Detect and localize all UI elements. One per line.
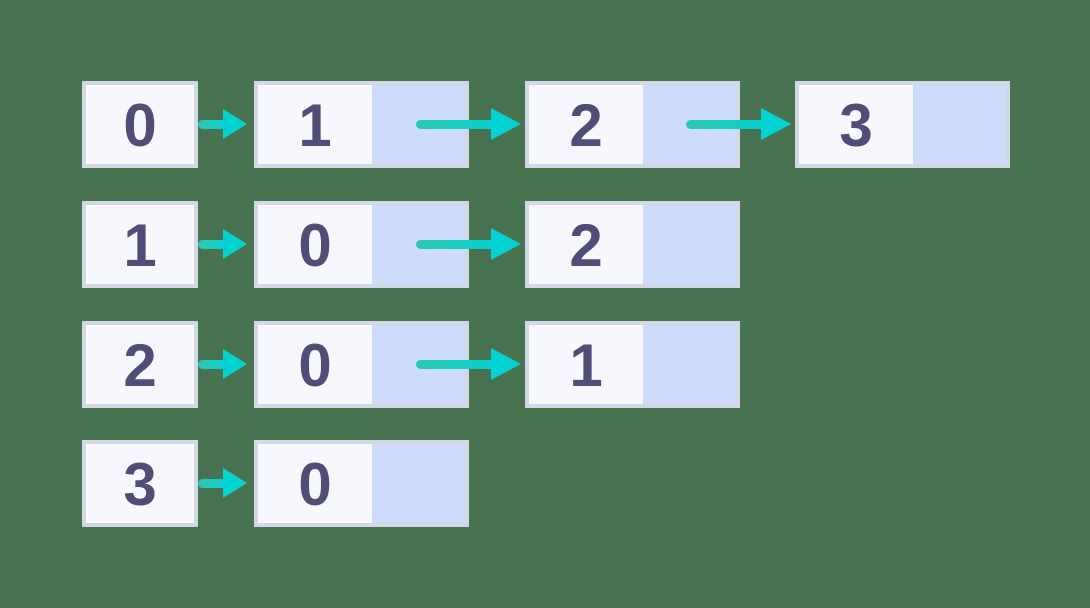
right-arrow-icon xyxy=(198,346,247,382)
arrow-head-icon xyxy=(223,229,247,259)
node-value-cell: 2 xyxy=(529,205,643,284)
linked-list-node: 0 xyxy=(254,321,469,408)
arrow-head-icon xyxy=(223,468,247,498)
node-value-cell: 3 xyxy=(799,85,913,164)
node-value: 2 xyxy=(569,91,603,159)
vertex-head-box: 3 xyxy=(82,440,198,527)
node-value: 2 xyxy=(569,211,603,279)
node-next-pointer-cell xyxy=(643,325,736,404)
linked-list-node: 2 xyxy=(525,81,740,168)
arrow-head-icon xyxy=(223,109,247,139)
arrow-line xyxy=(198,478,228,488)
vertex-label: 1 xyxy=(123,211,157,279)
node-value-cell: 0 xyxy=(258,444,372,523)
right-arrow-icon xyxy=(416,106,521,142)
vertex-head-box: 0 xyxy=(82,81,198,168)
node-value: 3 xyxy=(839,91,873,159)
node-next-pointer-cell xyxy=(643,205,736,284)
right-arrow-icon xyxy=(198,226,247,262)
vertex-head-box: 1 xyxy=(82,201,198,288)
right-arrow-icon xyxy=(686,106,791,142)
node-next-pointer-cell xyxy=(372,444,465,523)
node-value-cell: 0 xyxy=(258,205,372,284)
node-value-cell: 1 xyxy=(529,325,643,404)
right-arrow-icon xyxy=(416,226,521,262)
linked-list-node: 1 xyxy=(525,321,740,408)
linked-list-node: 0 xyxy=(254,201,469,288)
node-value: 1 xyxy=(569,331,603,399)
arrow-head-icon xyxy=(491,228,521,260)
arrow-line xyxy=(198,359,228,369)
node-next-pointer-cell xyxy=(913,85,1006,164)
vertex-label: 0 xyxy=(123,91,157,159)
node-value-cell: 0 xyxy=(258,325,372,404)
node-value: 1 xyxy=(298,91,332,159)
vertex-head-box: 2 xyxy=(82,321,198,408)
arrow-head-icon xyxy=(761,108,791,140)
arrow-line xyxy=(198,239,228,249)
node-value: 0 xyxy=(298,450,332,518)
arrow-line xyxy=(416,359,496,369)
vertex-label: 3 xyxy=(123,450,157,518)
linked-list-node: 2 xyxy=(525,201,740,288)
node-value: 0 xyxy=(298,211,332,279)
right-arrow-icon xyxy=(416,346,521,382)
arrow-line xyxy=(686,119,766,129)
arrow-line xyxy=(416,239,496,249)
linked-list-node: 1 xyxy=(254,81,469,168)
arrow-head-icon xyxy=(223,349,247,379)
arrow-line xyxy=(416,119,496,129)
right-arrow-icon xyxy=(198,106,247,142)
arrow-head-icon xyxy=(491,108,521,140)
linked-list-node: 0 xyxy=(254,440,469,527)
right-arrow-icon xyxy=(198,465,247,501)
arrow-line xyxy=(198,119,228,129)
arrow-head-icon xyxy=(491,348,521,380)
linked-list-node: 3 xyxy=(795,81,1010,168)
vertex-label: 2 xyxy=(123,331,157,399)
node-value-cell: 1 xyxy=(258,85,372,164)
node-value: 0 xyxy=(298,331,332,399)
node-value-cell: 2 xyxy=(529,85,643,164)
